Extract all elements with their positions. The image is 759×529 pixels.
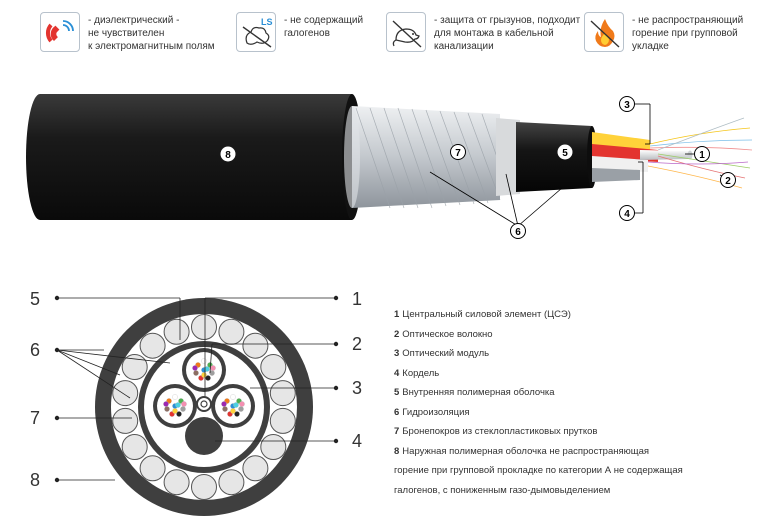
armor-rod <box>260 434 287 460</box>
feature-text: - диэлектрический - не чувствителен к эл… <box>88 15 215 52</box>
fiber <box>193 370 199 376</box>
cross-label-4: 4 <box>352 431 362 451</box>
armor-rod <box>163 318 190 345</box>
feature-text: - не распространяющий горение при группо… <box>632 15 744 52</box>
cross-leader-dots <box>54 295 339 483</box>
flame-icon <box>584 12 624 52</box>
callout-4: 4 <box>624 209 630 220</box>
armor-rod <box>242 455 269 482</box>
fiber <box>175 402 181 408</box>
fiber <box>239 401 245 407</box>
fiber <box>163 401 169 407</box>
feature-dielectric: - диэлектрический - не чувствителен к эл… <box>40 12 230 60</box>
armor-rod <box>191 474 217 500</box>
fiber <box>172 408 178 414</box>
fiber <box>210 365 216 371</box>
cross-label-5: 5 <box>30 289 40 309</box>
legend-item-cont: горение при групповой прокладке по катег… <box>394 465 683 476</box>
fiber <box>222 406 228 412</box>
ls-badge: LS <box>261 17 273 27</box>
armor-rods <box>352 106 500 208</box>
armor-rod <box>269 407 296 434</box>
cross-label-1: 1 <box>352 289 362 309</box>
cross-label-7: 7 <box>30 408 40 428</box>
cross-label-2: 2 <box>352 334 362 354</box>
armor-rod <box>242 332 269 359</box>
callout-3: 3 <box>624 100 630 111</box>
armor-rod <box>269 380 296 407</box>
water-blocking-tape <box>496 118 520 196</box>
cross-label-3: 3 <box>352 378 362 398</box>
callout-2: 2 <box>725 176 731 187</box>
armor-rod <box>163 469 190 496</box>
cable-cutaway: 8 7 5 3 1 2 4 6 <box>26 94 753 239</box>
outer-jacket <box>26 94 352 220</box>
feature-ls: LS - не содержащий галогенов <box>236 12 386 60</box>
feature-flame: - не распространяющий горение при группо… <box>584 12 759 60</box>
cable-callouts: 8 7 5 3 1 2 4 6 <box>220 96 736 239</box>
callout-7: 7 <box>455 148 461 159</box>
fiber <box>221 401 227 407</box>
fiber <box>181 401 187 407</box>
cross-section: 5 6 7 8 1 2 3 4 <box>30 289 362 516</box>
feature-text: - не содержащий галогенов <box>284 15 364 39</box>
cross-filler-cord <box>185 417 223 455</box>
callout-1: 1 <box>699 150 705 161</box>
magnet-signal-icon <box>40 12 80 52</box>
filler-cord <box>592 168 640 182</box>
callout-5: 5 <box>562 148 568 159</box>
cross-label-8: 8 <box>30 470 40 490</box>
fiber <box>164 406 170 412</box>
legend-item-cont: галогенов, с пониженным газо-дымовыделен… <box>394 484 611 496</box>
fiber <box>201 372 207 378</box>
fiber <box>176 411 182 417</box>
fiber <box>201 358 207 364</box>
fiber <box>234 411 240 417</box>
callout-6: 6 <box>515 227 521 238</box>
fiber <box>230 394 236 400</box>
feature-text: - защита от грызунов, подходит для монта… <box>434 15 581 52</box>
fiber <box>238 406 244 412</box>
cross-label-6: 6 <box>30 340 40 360</box>
inner-jacket <box>516 122 592 192</box>
armor-rod <box>218 318 245 345</box>
module-white <box>592 156 648 172</box>
fiber <box>230 408 236 414</box>
ls-halogen-icon: LS <box>236 12 276 52</box>
cross-armor-rods <box>112 314 296 500</box>
armor-rod <box>260 354 287 380</box>
rodent-icon <box>386 12 426 52</box>
fiber <box>180 406 186 412</box>
armor-rod <box>139 332 166 359</box>
cross-leader-lines <box>56 297 336 481</box>
armor-rod <box>139 455 166 482</box>
feature-rodent: - защита от грызунов, подходит для монта… <box>386 12 586 60</box>
fiber <box>233 402 239 408</box>
callout-8: 8 <box>225 150 231 161</box>
armor-rod <box>121 434 148 460</box>
armor-rod <box>112 407 139 434</box>
fiber <box>204 366 210 372</box>
armor-rod <box>112 380 139 407</box>
cross-fibers <box>163 358 245 417</box>
armor-rod <box>121 354 148 380</box>
armor-rod <box>218 469 245 496</box>
fiber <box>172 394 178 400</box>
fiber <box>192 365 198 371</box>
armor-rod <box>191 314 217 340</box>
